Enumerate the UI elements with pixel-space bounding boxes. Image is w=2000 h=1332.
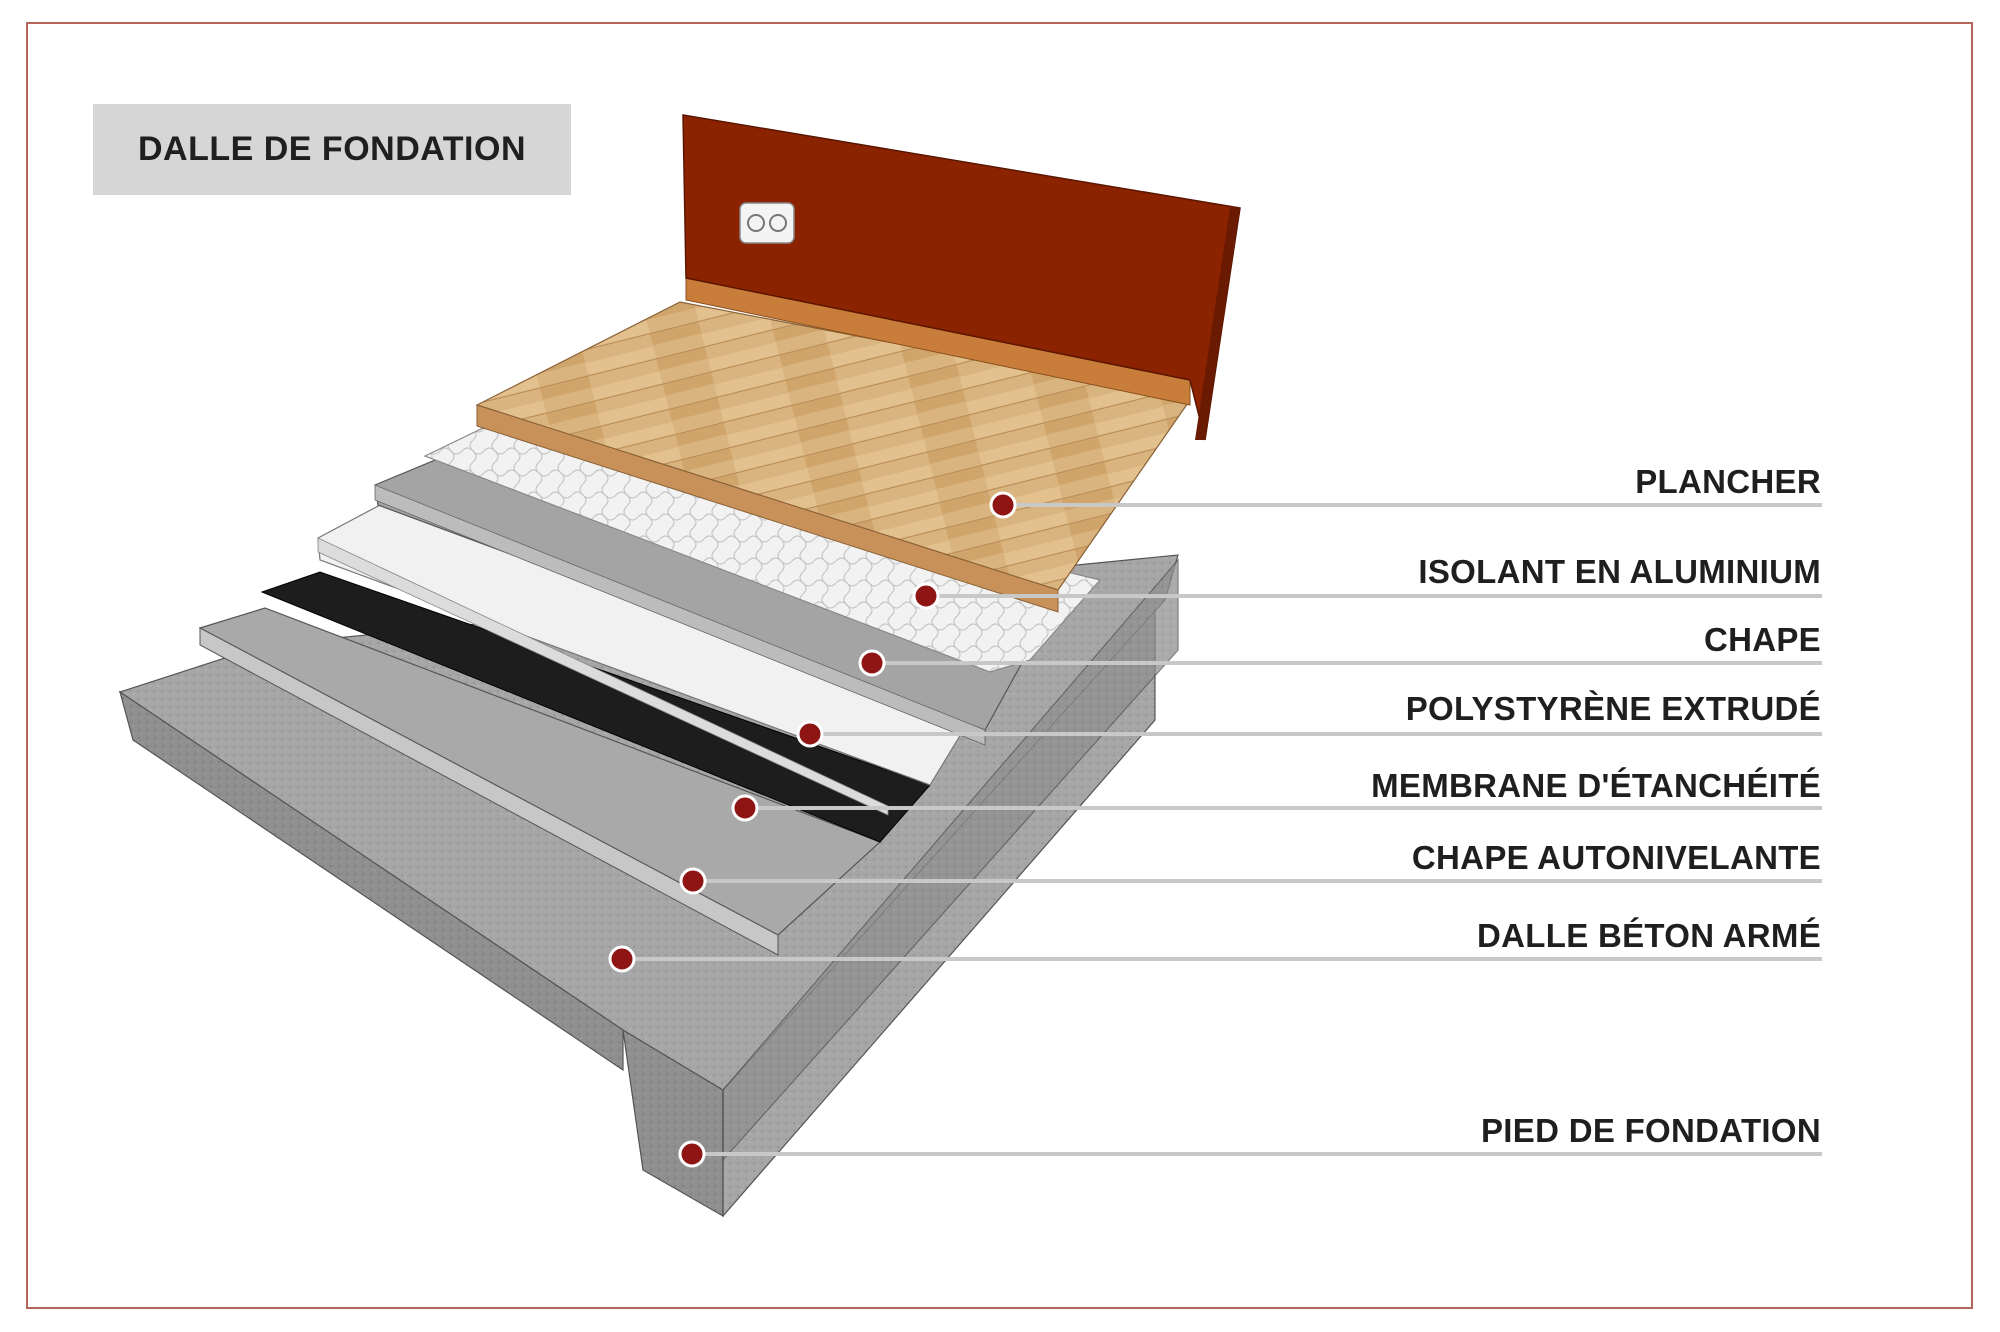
label-polystyrene: POLYSTYRÈNE EXTRUDÉ [1405, 690, 1821, 727]
label-chape-autonivelante: CHAPE AUTONIVELANTE [1411, 839, 1821, 876]
label-dalle-beton: DALLE BÉTON ARMÉ [1477, 917, 1821, 954]
marker-polystyrene [796, 720, 824, 748]
marker-pied [678, 1140, 706, 1168]
diagram-title: DALLE DE FONDATION [137, 130, 526, 168]
marker-membrane [731, 794, 759, 822]
marker-plancher [989, 491, 1017, 519]
diagram-frame [26, 22, 1973, 1309]
wall-shape [682, 114, 1241, 441]
marker-chape [858, 649, 886, 677]
title-box: DALLE DE FONDATION [93, 104, 571, 195]
outlet-icon [739, 202, 795, 244]
marker-chape-auto [679, 867, 707, 895]
label-pied-de-fondation: PIED DE FONDATION [1481, 1112, 1821, 1149]
plancher-shape [475, 301, 1192, 613]
label-plancher: PLANCHER [1635, 463, 1821, 500]
marker-isolant [912, 582, 940, 610]
marker-dalle [608, 945, 636, 973]
leader-lines [608, 491, 1822, 1168]
label-chape: CHAPE [1703, 621, 1821, 658]
label-membrane: MEMBRANE D'ÉTANCHÉITÉ [1371, 767, 1821, 804]
isolant-aluminium-shape [423, 427, 1102, 673]
label-isolant: ISOLANT EN ALUMINIUM [1418, 553, 1821, 590]
